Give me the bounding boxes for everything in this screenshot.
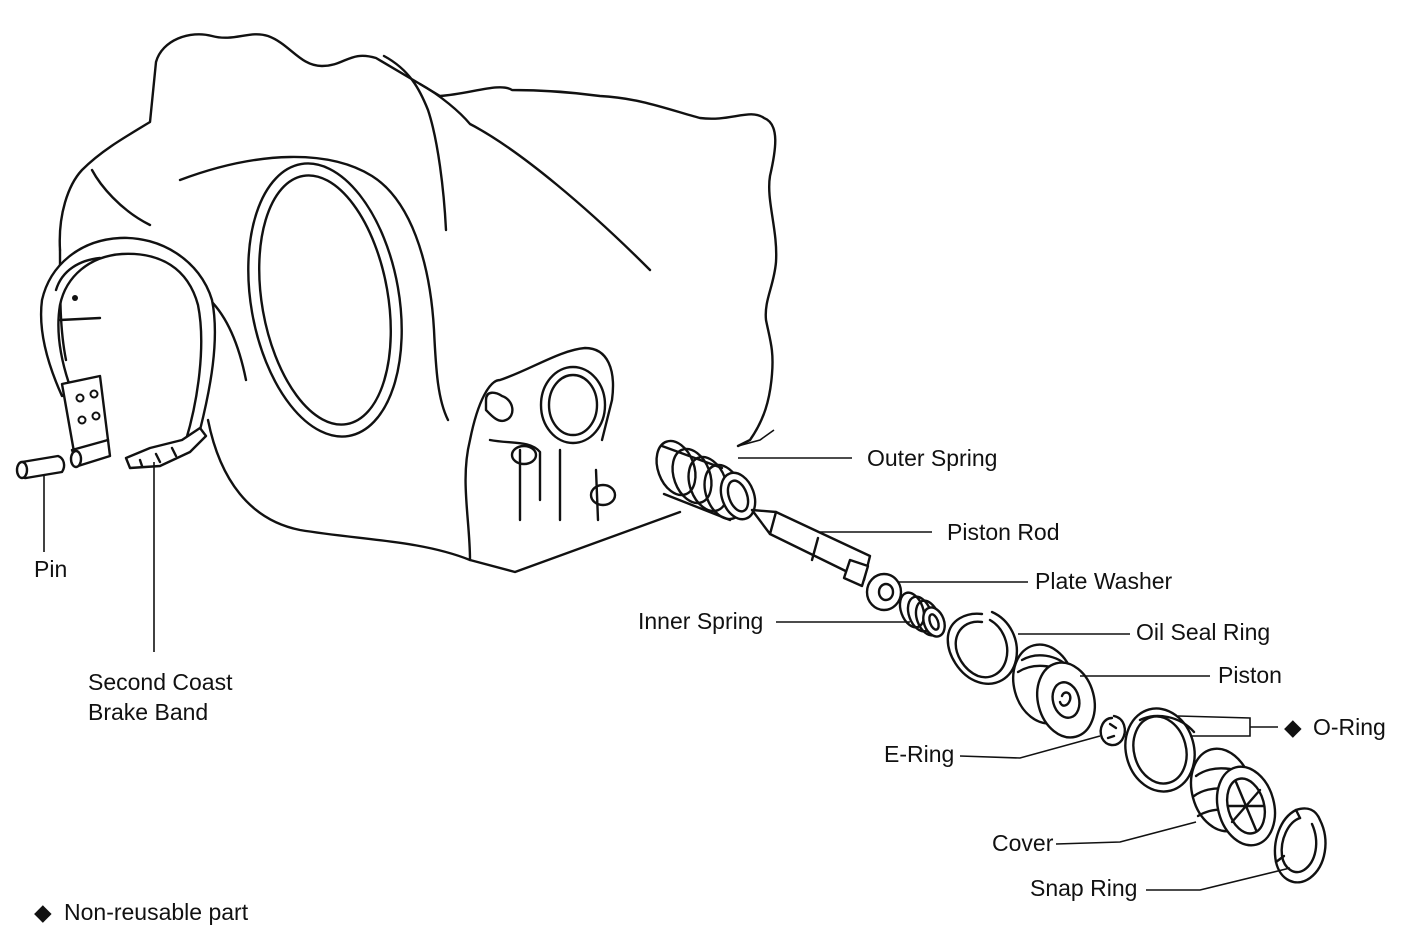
- snap-ring-part: [1273, 807, 1327, 884]
- o-ring-nonreusable-symbol: ◆: [1284, 714, 1302, 740]
- label-cover: Cover: [992, 830, 1054, 856]
- label-oil-seal-ring: Oil Seal Ring: [1136, 619, 1270, 645]
- label-inner-spring: Inner Spring: [638, 608, 763, 634]
- pin-part: [15, 454, 66, 480]
- label-piston: Piston: [1218, 662, 1282, 688]
- e-ring-part: [1099, 714, 1126, 747]
- label-piston-rod: Piston Rod: [947, 519, 1060, 545]
- transmission-case: [58, 33, 778, 574]
- legend: ◆ Non-reusable part: [34, 899, 249, 925]
- label-plate-washer: Plate Washer: [1035, 568, 1173, 594]
- leader-lines: [43, 429, 1291, 891]
- piston-rod-part: [750, 508, 872, 588]
- leader-o-ring: [1177, 715, 1278, 737]
- label-snap-ring: Snap Ring: [1030, 875, 1137, 901]
- label-pin: Pin: [34, 556, 67, 582]
- label-outer-spring: Outer Spring: [867, 445, 997, 471]
- leader-case: [737, 429, 775, 447]
- cover-part: [1189, 747, 1277, 847]
- o-ring-part: [1124, 707, 1196, 793]
- oil-seal-ring-part: [946, 610, 1019, 685]
- brake-band-part: [39, 236, 217, 470]
- label-e-ring: E-Ring: [884, 741, 954, 767]
- piston-part: [1012, 643, 1096, 739]
- part-labels: Outer Spring Piston Rod Plate Washer Inn…: [34, 445, 1386, 901]
- label-o-ring: O-Ring: [1313, 714, 1386, 740]
- legend-symbol: ◆: [34, 899, 52, 925]
- legend-text: Non-reusable part: [64, 899, 249, 925]
- plate-washer-part: [865, 572, 903, 612]
- leader-snap-ring: [1146, 867, 1291, 891]
- leader-cover: [1055, 821, 1197, 845]
- label-brake-band-line2: Brake Band: [88, 699, 208, 725]
- leader-e-ring: [959, 735, 1101, 759]
- label-brake-band-line1: Second Coast: [88, 669, 233, 695]
- inner-spring-part: [898, 591, 946, 638]
- outer-spring-part: [655, 439, 757, 522]
